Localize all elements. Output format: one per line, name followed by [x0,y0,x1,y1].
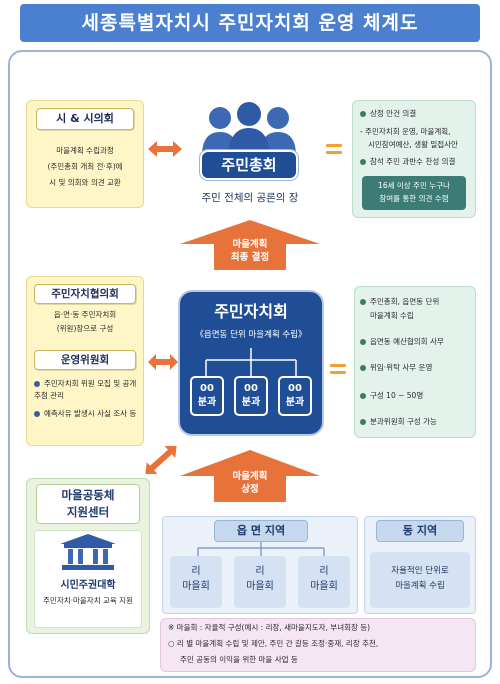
arrow-label-proposal-2: 상정 [241,484,259,495]
notes-line-2: ○ 리 별 마을계획 수립 및 제안, 주민 간 갈등 조정·중재, 리장 추천… [168,639,379,648]
support-center-label-1: 마을공동체 [61,488,115,502]
village-ri: 리 [191,566,201,577]
dong-label: 동 지역 [376,520,464,542]
up-arrow-icon [180,220,320,270]
council-function-item: 구성 10 ~ 50명 [360,390,474,402]
village-assembly: 마을회 [182,581,210,592]
college-desc: 주민자치·마을자치 교육 지원 [43,596,133,605]
assembly-note-line-1: 16세 이상 주민 누구나 [378,181,450,190]
steering-label: 운영위원회 [34,350,136,370]
village-ri: 리 [319,566,329,577]
assembly-subtitle: 주민 전체의 공론의 장 [201,192,299,204]
double-arrow-icon [148,141,182,157]
subcommittee-number: 00 [288,383,302,394]
network-label: 주민자치협의회 [34,284,136,304]
village-box: 리 마을회 [234,556,286,608]
council-function-item: 읍면동 예산협의회 사무 [360,336,474,348]
council-title: 주민자치회 [214,302,288,321]
assembly-label-box [200,150,298,180]
dong-desc-box: 자율적인 단위로 마을계획 수립 [370,552,470,608]
city-council-line-1: 마을계획 수립과정 [56,146,114,155]
village-box: 리 마을회 [170,556,222,608]
dong-desc-line-2: 마을계획 수립 [395,581,445,591]
double-arrow-icon [148,354,178,370]
equals-sign [330,360,346,378]
assembly-note-line-2: 참여를 통한 의견 수렴 [379,194,449,203]
eup-myeon-lines [197,542,325,556]
assembly-note-box [362,176,466,210]
assembly-function-item: - 주민자치회 운영, 마을계획, [360,127,451,136]
support-center-label-box [36,484,140,524]
city-council-line-2: (주민총회 개최 전·후)에 [47,162,123,171]
council-functions-box [354,286,476,438]
council-function-item: 주민총회, 읍면동 단위 [360,296,474,308]
up-arrow-icon [180,450,320,502]
equals-sign [326,140,342,158]
steering-item: 주민자치회 위원 모집 및 공개 추첨 관리 [34,379,137,400]
arrow-label-final-2: 최종 결정 [230,252,270,263]
assembly-function-item: 참석 주민 과반수 찬성 의결 [360,156,476,168]
subcommittee-label: 분과 [285,397,305,408]
eup-myeon-label: 읍 면 지역 [214,520,308,542]
council-function-item: 위임·위탁 사무 운영 [360,362,474,374]
subcommittee-box: 00 분과 [234,376,268,416]
notes-box [160,618,476,672]
building-icon [60,534,116,570]
network-line-1: 읍·면·동 주민자치회 [53,310,117,319]
support-center-label-2: 지원센터 [66,505,110,519]
subcommittee-box: 00 분과 [278,376,312,416]
notes-line-1: ※ 마을회 : 자율적 구성(예시 : 리장, 새마을지도자, 부녀회장 등) [168,623,371,632]
subcommittee-label: 분과 [241,397,261,408]
village-assembly: 마을회 [246,581,274,592]
diagonal-double-arrow-icon [145,445,177,475]
subcommittee-number: 00 [244,383,258,394]
city-council-line-3: 시 및 의회와 의견 교환 [49,178,121,187]
steering-item: 예측사유 발생시 사실 조사 등 [34,408,140,420]
college-label: 시민주권대학 [60,580,116,591]
org-lines [205,348,297,376]
village-assembly: 마을회 [310,581,338,592]
arrow-label-proposal-1: 마을계획 [232,471,268,482]
city-council-label: 시 & 시의회 [36,108,134,130]
council-subtitle: 《읍면동 단위 마을계획 수립》 [195,330,307,340]
assembly-function-item: 시민참여예산, 생활 밀접사안 [368,140,458,149]
village-ri: 리 [255,566,265,577]
dong-desc-line-1: 자율적인 단위로 [391,566,449,576]
subcommittee-label: 분과 [197,397,217,408]
arrow-label-final-1: 마을계획 [232,239,268,250]
council-function-item-cont: 마을계획 수립 [370,311,414,320]
subcommittee-number: 00 [200,383,214,394]
notes-line-3: 주민 공동의 이익을 위한 마을 사업 등 [180,655,298,664]
page-title: 세종특별자치시 주민자치회 운영 체계도 [20,4,480,42]
network-line-2: (위원)장으로 구성 [56,324,114,333]
assembly-label: 주민총회 [221,156,277,174]
assembly-function-item: 상정 안건 의결 [360,108,474,120]
village-box: 리 마을회 [298,556,350,608]
subcommittee-box: 00 분과 [190,376,224,416]
council-function-item: 분과위원회 구성 가능 [360,416,474,428]
